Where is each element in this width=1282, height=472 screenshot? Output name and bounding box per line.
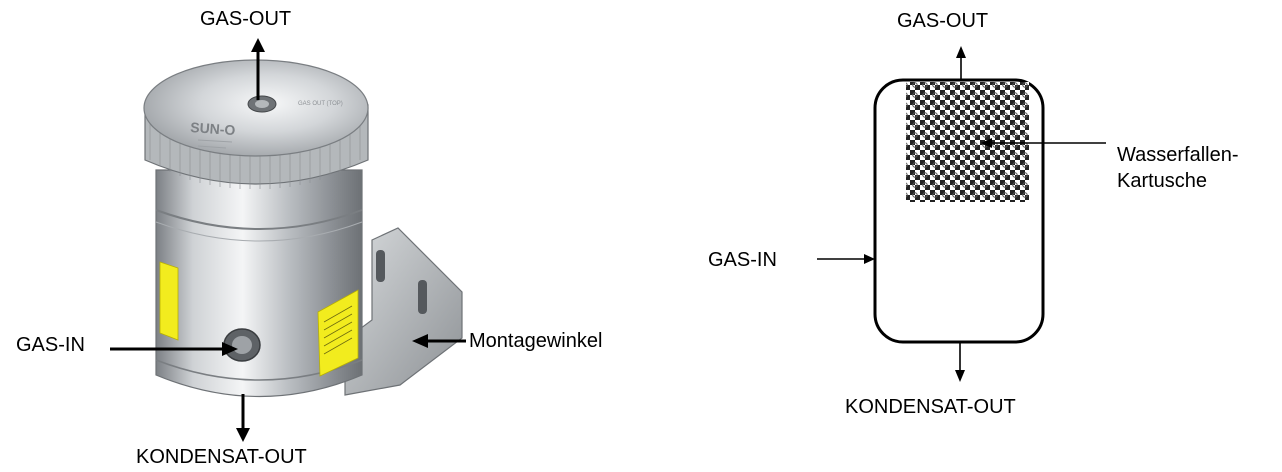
label-kondensat-out-photo: KONDENSAT-OUT: [136, 446, 307, 468]
label-gas-in-photo: GAS-IN: [16, 334, 85, 356]
bracket-slot: [418, 280, 427, 314]
label-kondensat-out-schematic: KONDENSAT-OUT: [845, 396, 1016, 418]
water-trap-schematic: [873, 78, 1045, 344]
label-gas-out-schematic: GAS-OUT: [897, 10, 989, 32]
label-cartridge-line1: Wasserfallen-: [1117, 144, 1239, 166]
warning-label-right: [317, 289, 359, 377]
cartridge-filter-pattern: [906, 82, 1029, 202]
label-cartridge-line2: Kartusche: [1117, 170, 1208, 192]
cap-engraving: SUN-O: [190, 119, 236, 138]
schematic-arrows: [817, 46, 1106, 382]
warning-label-left: [159, 261, 179, 341]
label-gas-out-photo: GAS-OUT: [200, 8, 292, 30]
label-montagewinkel: Montagewinkel: [469, 330, 603, 352]
photo-arrows: [110, 38, 466, 442]
mounting-bracket: [344, 227, 463, 396]
cap-engraving-small: GAS OUT (TOP): [298, 101, 343, 107]
bracket-slot: [376, 250, 385, 282]
label-gas-in-schematic: GAS-IN: [708, 249, 777, 271]
cylinder-body: [155, 169, 363, 398]
water-trap-photo: SUN-O GAS OUT (TOP): [143, 59, 463, 398]
